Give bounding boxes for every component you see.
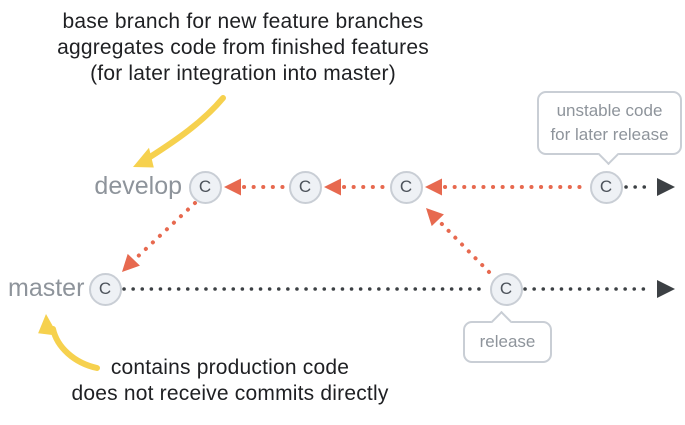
commit-node-develop-2: C [288, 170, 322, 204]
develop-parent-arrow-2 [324, 178, 341, 196]
release-to-develop-dotted-link [433, 215, 491, 274]
master-annotation-line-2: does not receive commits directly [71, 382, 389, 405]
commit-node-develop-4: C [589, 170, 623, 204]
commit-letter: C [399, 177, 413, 196]
commit-letter: C [298, 177, 312, 196]
unstable-code-tooltip: unstable code for later release [537, 91, 682, 166]
unstable-tooltip-line-2: for later release [550, 125, 669, 144]
release-tooltip-label: release [479, 332, 536, 351]
commit-letter: C [499, 279, 513, 298]
master-direction-arrow [657, 280, 675, 298]
develop-annotation-line-3: (for later integration into master) [90, 62, 396, 85]
develop-annotation: base branch for new feature branches agg… [38, 9, 448, 87]
develop-parent-arrow-1 [224, 178, 241, 196]
develop-direction-arrow [657, 178, 675, 196]
unstable-tooltip-line-1: unstable code [556, 101, 663, 120]
commit-node-master-1: C [88, 272, 122, 306]
yellow-arrow-develop-head [133, 147, 154, 168]
master-annotation: contains production code does not receiv… [30, 355, 430, 407]
develop-parent-arrow-3 [425, 178, 442, 196]
commit-node-develop-3: C [389, 170, 423, 204]
develop-to-master-arrow [122, 253, 140, 272]
commit-letter: C [198, 177, 212, 196]
develop-to-master-dotted-link [132, 201, 197, 262]
develop-annotation-line-1: base branch for new feature branches [62, 10, 424, 33]
master-branch-label: master [8, 274, 85, 302]
develop-annotation-line-2: aggregates code from finished features [57, 36, 429, 59]
develop-branch-label: develop [94, 172, 182, 200]
commit-letter: C [98, 279, 112, 298]
yellow-arrow-master-shaft [50, 326, 100, 371]
yellow-arrow-develop-shaft [147, 95, 226, 160]
yellow-arrow-master-head [38, 314, 59, 336]
commit-letter: C [599, 177, 613, 196]
commit-node-master-release: C [489, 272, 523, 306]
master-annotation-line-1: contains production code [110, 356, 350, 379]
release-tooltip: release [463, 310, 552, 363]
release-to-develop-arrow [426, 208, 444, 227]
commit-node-develop-1: C [188, 170, 222, 204]
